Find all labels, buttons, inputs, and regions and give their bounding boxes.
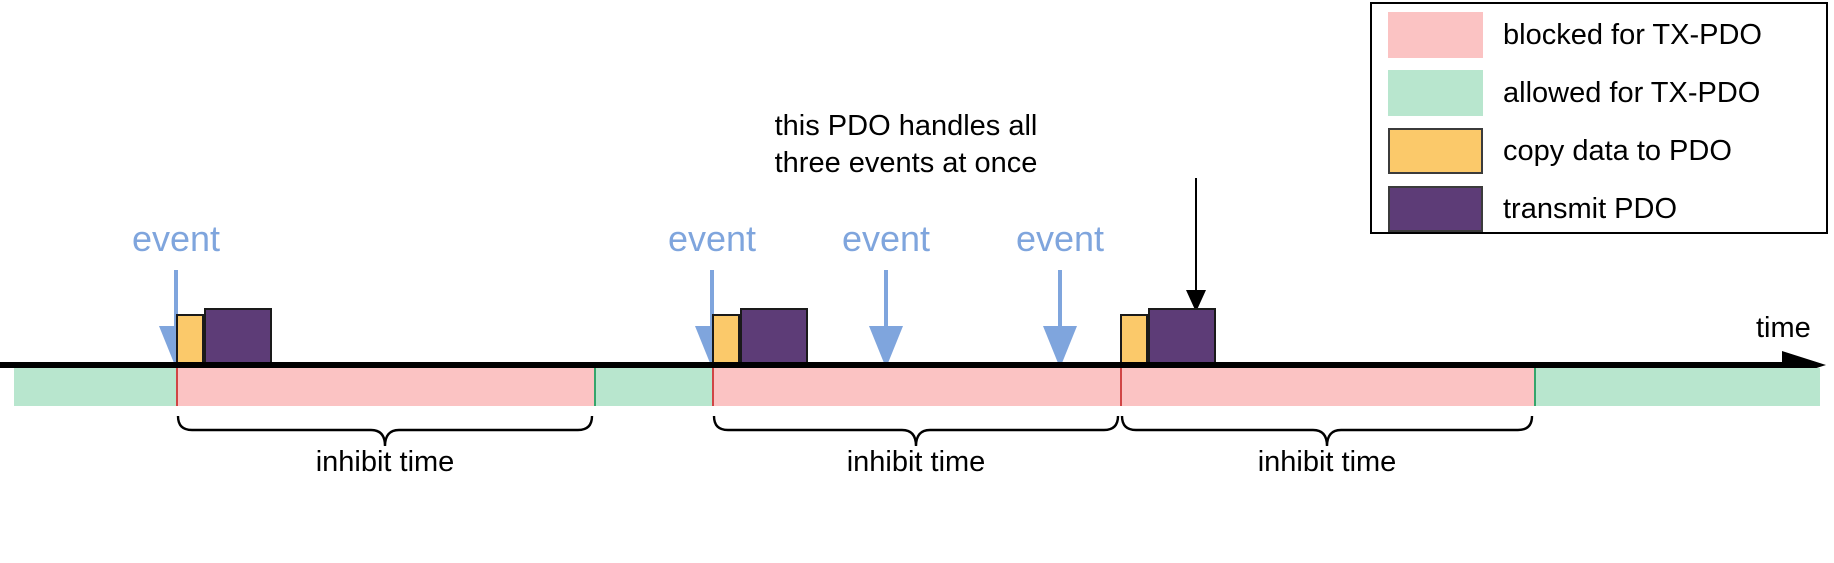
- annotation-text: this PDO handles all three events at onc…: [775, 108, 1038, 182]
- band-segment-allowed-2: [594, 368, 712, 406]
- event-arrow-stem-3: [884, 270, 888, 326]
- annotation-arrow-stem: [1195, 178, 1197, 290]
- band-separator-4: [1120, 368, 1122, 406]
- annotation-line-1: this PDO handles all: [774, 110, 1038, 142]
- block-copy-data-2: [712, 314, 740, 364]
- block-copy-data-1: [176, 314, 204, 364]
- legend-item-allowed: allowed for TX-PDO: [1372, 64, 1826, 122]
- block-transmit-pdo-3: [1148, 308, 1216, 364]
- band-segment-blocked-1: [176, 368, 594, 406]
- annotation-arrow-head-icon: [1186, 290, 1206, 312]
- legend-swatch-allowed-icon: [1388, 70, 1483, 116]
- block-transmit-pdo-2: [740, 308, 808, 364]
- legend-label-blocked: blocked for TX-PDO: [1503, 18, 1762, 51]
- legend-swatch-copy-icon: [1388, 128, 1483, 174]
- event-label-1: event: [131, 218, 221, 259]
- legend-item-blocked: blocked for TX-PDO: [1372, 6, 1826, 64]
- brace-inhibit-2: [712, 414, 1120, 450]
- band-separator-1: [176, 368, 178, 406]
- brace-label-2: inhibit time: [846, 446, 986, 478]
- legend-swatch-blocked-icon: [1388, 12, 1483, 58]
- annotation-line-2: three events at once: [774, 147, 1038, 180]
- band-segment-allowed-1: [14, 368, 176, 406]
- event-arrow-head-icon-4: [1043, 326, 1077, 368]
- block-copy-data-3: [1120, 314, 1148, 364]
- time-axis-line: [0, 362, 1786, 368]
- brace-inhibit-1: [176, 414, 594, 450]
- event-arrow-stem-1: [174, 270, 178, 326]
- band-segment-blocked-3: [1120, 368, 1534, 406]
- event-label-3: event: [841, 218, 931, 259]
- time-axis-label: time: [1756, 312, 1811, 344]
- brace-inhibit-3: [1120, 414, 1534, 450]
- legend-item-transmit: transmit PDO: [1372, 180, 1826, 238]
- legend-box: blocked for TX-PDO allowed for TX-PDO co…: [1370, 2, 1828, 234]
- legend-swatch-transmit-icon: [1388, 186, 1483, 232]
- brace-label-1: inhibit time: [315, 446, 455, 478]
- event-arrow-stem-2: [710, 270, 714, 326]
- band-separator-3: [712, 368, 714, 406]
- event-label-2: event: [667, 218, 757, 259]
- brace-shape-icon-2: [712, 414, 1120, 450]
- brace-shape-icon-3: [1120, 414, 1534, 450]
- brace-label-3: inhibit time: [1257, 446, 1397, 478]
- band-segment-blocked-2: [712, 368, 1120, 406]
- event-label-4: event: [1015, 218, 1105, 259]
- legend-label-copy: copy data to PDO: [1503, 134, 1732, 167]
- band-separator-5: [1534, 368, 1536, 406]
- legend-label-transmit: transmit PDO: [1503, 192, 1678, 225]
- event-arrow-head-icon-3: [869, 326, 903, 368]
- band-separator-2: [594, 368, 596, 406]
- block-transmit-pdo-1: [204, 308, 272, 364]
- legend-item-copy: copy data to PDO: [1372, 122, 1826, 180]
- brace-shape-icon-1: [176, 414, 594, 450]
- legend-label-allowed: allowed for TX-PDO: [1503, 76, 1761, 109]
- event-arrow-stem-4: [1058, 270, 1062, 326]
- band-segment-allowed-3: [1534, 368, 1820, 406]
